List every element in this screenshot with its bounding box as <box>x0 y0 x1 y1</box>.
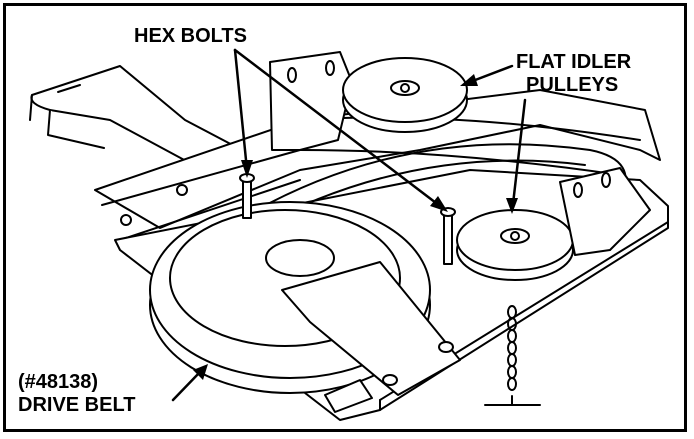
diagram-border <box>3 3 687 432</box>
right-bracket <box>559 167 651 256</box>
mounting-nuts <box>120 184 188 226</box>
arrow-idler-pulleys <box>460 64 527 214</box>
flat-idler-label-line2: PULLEYS <box>526 74 619 96</box>
drive-belt-label-line2: DRIVE BELT <box>18 394 136 416</box>
front-idler-pulley <box>456 209 574 281</box>
deck-housing <box>94 89 661 241</box>
arrow-hex-bolts <box>233 48 448 212</box>
chain <box>484 305 541 406</box>
drive-belt-label: (#48138) DRIVE BELT <box>18 371 135 417</box>
flat-idler-label-line1: FLAT IDLER <box>516 51 632 73</box>
drive-belt-part-number: (#48138) <box>18 371 99 393</box>
belt-tab <box>324 379 373 413</box>
rear-idler-pulley <box>342 57 468 133</box>
hex-bolt-left <box>239 173 255 219</box>
rear-upright-plate <box>269 51 353 151</box>
tensioner-plate <box>281 261 461 396</box>
arrow-drive-belt <box>171 364 208 402</box>
hex-bolt-right <box>440 207 456 265</box>
hex-bolts-label: HEX BOLTS <box>134 25 247 47</box>
flat-idler-pulleys-label: FLAT IDLER PULLEYS <box>516 51 631 97</box>
